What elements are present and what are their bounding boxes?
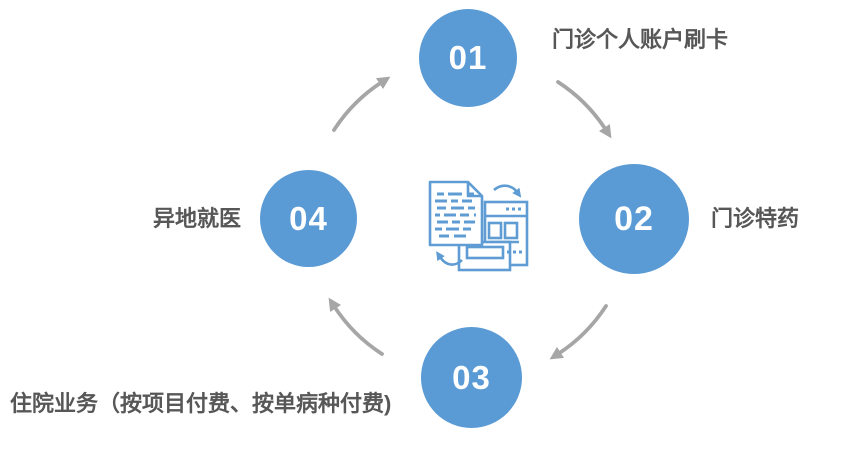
step-number-03: 03 — [452, 358, 491, 396]
step-number-04: 04 — [289, 199, 328, 237]
document-icon — [428, 180, 484, 247]
browser-window-icon — [457, 200, 529, 272]
step-circle-01: 01 — [419, 9, 517, 107]
step-label-02: 门诊特药 — [711, 206, 800, 231]
document-exchange-icon — [428, 180, 529, 272]
step-label-03: 住院业务（按项目付费、按单病种付费) — [10, 391, 392, 416]
step-number-02: 02 — [614, 199, 654, 238]
flow-arrow-01-to-02 — [556, 80, 612, 139]
step-label-01: 门诊个人账户刷卡 — [552, 27, 729, 52]
flow-arrow-03-to-04 — [328, 297, 384, 356]
step-circle-03: 03 — [421, 327, 522, 428]
exchange-arrow-right-icon — [493, 184, 522, 198]
step-circle-02: 02 — [579, 164, 689, 274]
step-label-04: 异地就医 — [153, 206, 242, 231]
step-number-01: 01 — [448, 39, 488, 76]
exchange-arrow-left-icon — [436, 251, 463, 266]
flow-arrow-04-to-01 — [332, 76, 391, 132]
flow-arrow-02-to-03 — [549, 304, 608, 360]
step-circle-04: 04 — [260, 170, 357, 267]
